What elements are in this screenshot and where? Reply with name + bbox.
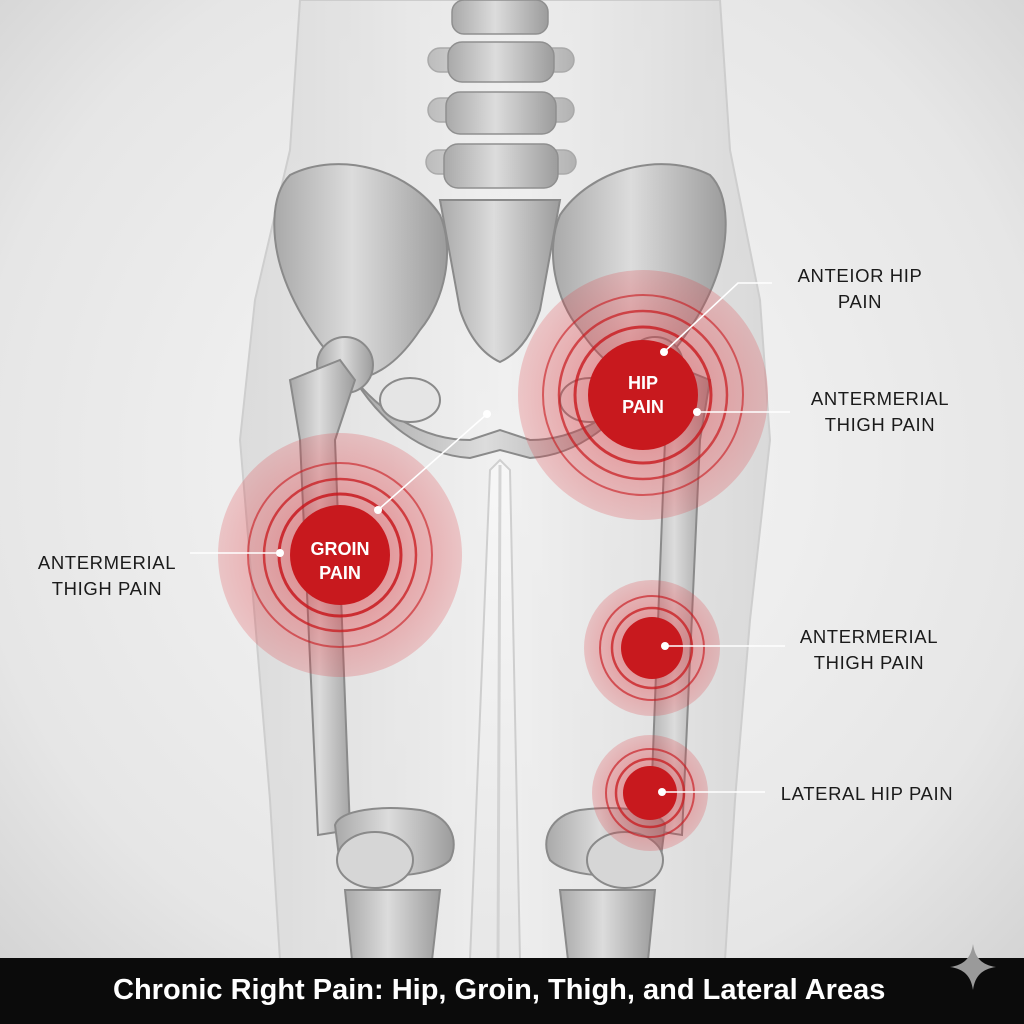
leader-groin-pelvis: [377, 413, 488, 511]
callout-antermerial-lower-line-2: THIGH PAIN: [813, 652, 925, 673]
lumbar-spine: [425, 0, 577, 189]
groin-pain-line-2: PAIN: [319, 563, 361, 583]
callout-antermerial-upper-line-2: THIGH PAIN: [824, 414, 936, 435]
callout-antermerial-lower-line-1: ANTERMERIAL: [799, 626, 939, 647]
sparkle-icon: [950, 944, 996, 990]
callout-antermerial-left-line-2: THIGH PAIN: [51, 578, 163, 599]
callout-anterior-hip-line-1: ANTEIOR HIP: [797, 265, 923, 286]
callout-anterior-hip: ANTEIOR HIP PAIN: [775, 263, 945, 315]
callout-antermerial-thigh-upper: ANTERMERIAL THIGH PAIN: [795, 386, 965, 438]
callout-antermerial-thigh-lower: ANTERMERIAL THIGH PAIN: [784, 624, 954, 676]
hotspot-lower-thigh: [592, 735, 708, 851]
hotspot-groin-pain: [218, 433, 462, 677]
hotspot-mid-thigh: [584, 580, 720, 716]
callout-antermerial-thigh-left: ANTERMERIAL THIGH PAIN: [22, 550, 192, 602]
callout-lateral-hip: LATERAL HIP PAIN: [770, 781, 964, 807]
callout-lateral-hip-line-1: LATERAL HIP PAIN: [780, 783, 954, 804]
hip-pain-line-1: HIP: [627, 373, 658, 393]
leader-lines: [190, 282, 790, 793]
hip-pain-label: HIP PAIN: [603, 371, 683, 419]
callout-antermerial-left-line-1: ANTERMERIAL: [37, 552, 177, 573]
groin-pain-label: GROIN PAIN: [290, 537, 390, 585]
caption-title: Chronic Right Pain: Hip, Groin, Thigh, a…: [113, 974, 886, 1006]
callout-antermerial-upper-line-1: ANTERMERIAL: [810, 388, 950, 409]
groin-pain-line-1: GROIN: [310, 539, 370, 559]
hotspot-hip-pain: [518, 270, 768, 520]
hip-pain-line-2: PAIN: [622, 397, 664, 417]
leader-dots: [276, 348, 701, 796]
leader-anterior-hip: [663, 282, 772, 353]
caption-bar: Chronic Right Pain: Hip, Groin, Thigh, a…: [0, 958, 1024, 1024]
callout-anterior-hip-line-2: PAIN: [837, 291, 883, 312]
